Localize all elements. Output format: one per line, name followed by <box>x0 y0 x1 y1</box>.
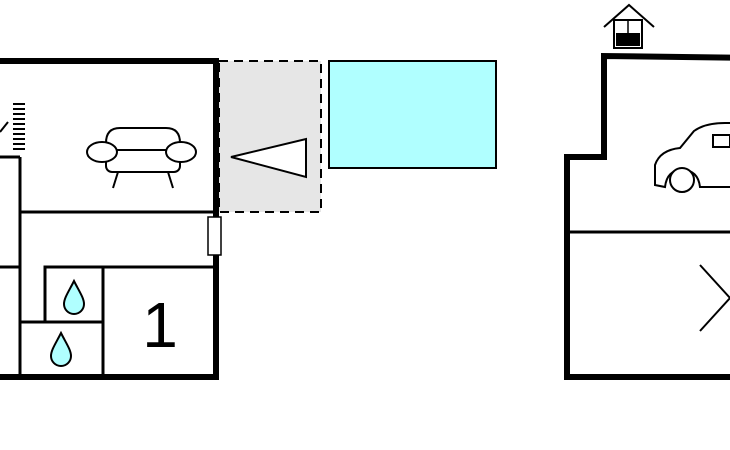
bedroom-number: 1 <box>142 289 178 361</box>
water-drop-icon <box>49 330 73 367</box>
entrance-arrow-icon <box>230 137 307 179</box>
terrace-area <box>218 60 322 213</box>
main-house-outer-wall <box>0 58 219 380</box>
water-drop-icon <box>62 278 86 315</box>
side-door <box>207 216 222 256</box>
well-icon <box>603 3 655 49</box>
annex-building <box>564 52 730 380</box>
sofa-icon <box>86 127 197 189</box>
annex-outer-wall <box>564 52 730 380</box>
bed-icon <box>699 264 730 332</box>
pool-icon <box>328 60 497 169</box>
terrace <box>218 60 322 213</box>
car-icon <box>654 122 730 193</box>
main-house: 1 <box>0 58 222 380</box>
fireplace-icon <box>0 103 25 150</box>
